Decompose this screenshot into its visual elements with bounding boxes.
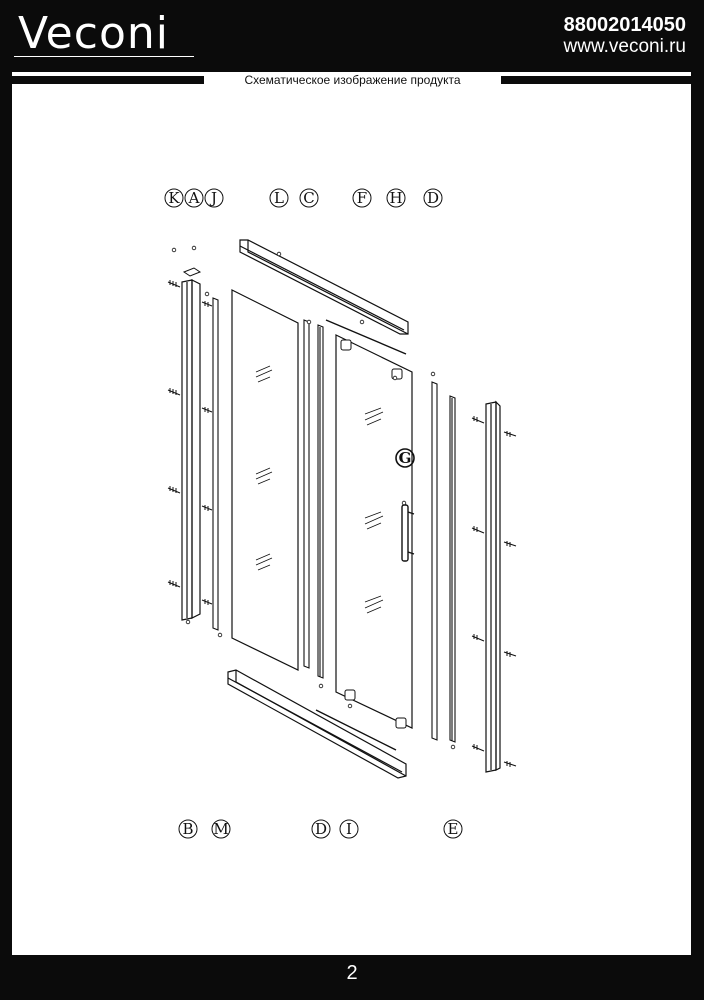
callout-h: H — [386, 188, 406, 208]
left-wall-profile — [181, 279, 201, 621]
logo-underline — [14, 56, 194, 57]
callout-d-top-label: D — [427, 189, 439, 207]
callout-l: L — [269, 188, 289, 208]
magnetic-strip-left — [317, 324, 324, 679]
subtitle-bar-left — [12, 76, 204, 84]
door-reflection-marks — [364, 407, 384, 614]
callout-e-label: E — [448, 820, 459, 838]
callout-i: I — [339, 819, 359, 839]
callout-d-bottom: D — [311, 819, 331, 839]
callout-d-top: D — [423, 188, 443, 208]
sliding-glass-door — [335, 334, 413, 729]
bottom-rail — [227, 669, 407, 779]
callout-b: B — [178, 819, 198, 839]
brand-logo: Veconi — [18, 8, 169, 59]
door-rollers — [340, 339, 407, 729]
callout-h-label: H — [389, 189, 402, 207]
end-cap — [182, 267, 202, 277]
page-number: 2 — [346, 962, 358, 984]
top-rail — [239, 239, 409, 335]
callout-j: J — [204, 188, 224, 208]
exploded-diagram: K A J L C F H D G B M D I E — [164, 188, 517, 839]
callouts-top: K A J L C F H D — [164, 188, 443, 208]
top-seal — [325, 319, 407, 355]
callout-i-label: I — [346, 820, 352, 838]
callout-m-label: M — [213, 820, 228, 838]
right-wall-profile — [485, 400, 501, 773]
right-wall-screws — [471, 416, 517, 767]
callout-k-label: K — [168, 189, 180, 207]
website-url: www.veconi.ru — [563, 36, 687, 57]
callout-b-label: B — [182, 820, 193, 838]
bottom-seal — [315, 709, 397, 751]
callout-g-label: G — [399, 449, 412, 467]
content-area — [12, 88, 691, 955]
callout-l-label: L — [274, 189, 284, 207]
callouts-bottom: B M D I E — [178, 819, 463, 839]
callout-f-label: F — [357, 189, 367, 207]
fixed-glass-panel — [231, 289, 299, 671]
glass-seal-strip — [303, 319, 310, 669]
callout-a: A — [184, 188, 204, 208]
wall-seal-profile-right — [449, 395, 456, 743]
glass-reflection-marks — [255, 365, 273, 571]
magnetic-strip-right — [431, 381, 438, 741]
callout-c: C — [299, 188, 319, 208]
left-wall-screws — [167, 280, 213, 605]
subtitle-band: Схематическое изображение продукта — [12, 72, 691, 88]
subtitle-bar-right — [501, 76, 691, 84]
callout-d-bottom-label: D — [315, 820, 327, 838]
callout-e: E — [443, 819, 463, 839]
callout-j-label: J — [209, 189, 217, 207]
phone-number: 88002014050 — [563, 14, 686, 36]
left-seal-profile — [212, 297, 219, 631]
callout-f: F — [352, 188, 372, 208]
callout-a-label: A — [188, 189, 200, 207]
leader-dots — [171, 245, 456, 750]
callout-m: M — [211, 819, 231, 839]
callout-g: G — [395, 448, 415, 468]
subtitle-text: Схематическое изображение продукта — [244, 73, 461, 87]
callout-c-label: C — [303, 189, 314, 207]
door-handle — [401, 504, 415, 562]
callout-k: K — [164, 188, 184, 208]
